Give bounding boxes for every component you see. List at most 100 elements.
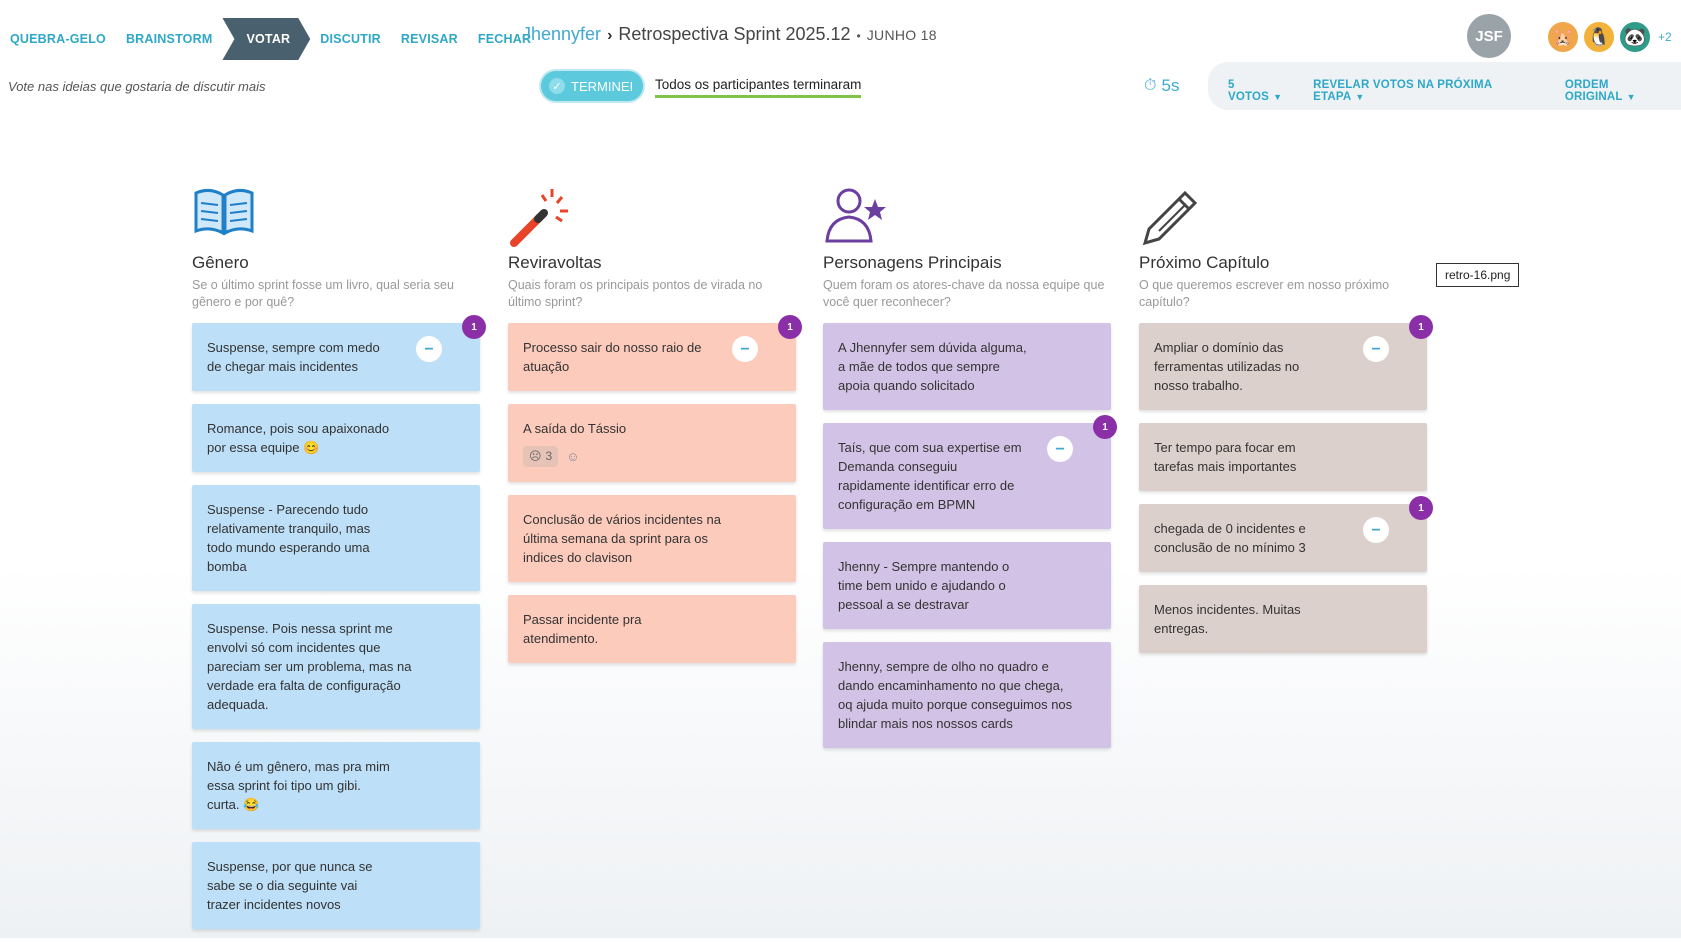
add-reaction-icon[interactable]: ☺ <box>566 449 580 464</box>
idea-card[interactable]: Processo sair do nosso raio de atuação −… <box>508 315 802 391</box>
remove-vote-button[interactable]: − <box>1047 436 1073 462</box>
column-personagens: Personagens Principais Quem foram os ato… <box>823 185 1117 761</box>
more-participants-count[interactable]: +2 <box>1658 30 1672 44</box>
open-book-icon <box>192 185 482 245</box>
separator-dot-icon: • <box>856 29 861 43</box>
vote-options-panel <box>1208 62 1681 110</box>
card-text: Romance, pois sou apaixonado por essa eq… <box>207 421 390 455</box>
card-text: Ter tempo para focar em tarefas mais imp… <box>1154 440 1297 474</box>
idea-card[interactable]: Suspense, sempre com medo de chegar mais… <box>192 315 486 391</box>
idea-card[interactable]: Romance, pois sou apaixonado por essa eq… <box>192 404 480 472</box>
remove-vote-button[interactable]: − <box>1363 517 1389 543</box>
column-title: Gênero <box>192 253 249 272</box>
breadcrumb: Jhennyfer › Retrospectiva Sprint 2025.12… <box>522 24 937 45</box>
my-avatar[interactable]: JSF <box>1467 14 1511 58</box>
penguin-avatar-icon: 🐧 <box>1582 20 1616 54</box>
idea-card[interactable]: Suspense, por que nunca se sabe se o dia… <box>192 842 480 929</box>
stopwatch-icon: ⏱ <box>1144 77 1157 94</box>
column-description: O que queremos escrever em nosso próximo… <box>1139 278 1390 309</box>
idea-card[interactable]: Não é um gênero, mas pra mim essa sprint… <box>192 742 480 829</box>
idea-card[interactable]: Suspense - Parecendo tudo relativamente … <box>192 485 480 591</box>
stage-vote[interactable]: VOTAR <box>222 18 310 60</box>
pencil-icon <box>1139 185 1429 246</box>
column-title: Personagens Principais <box>823 253 1002 272</box>
breadcrumb-user-link[interactable]: Jhennyfer <box>522 24 602 44</box>
filename-label: retro-16.png <box>1436 263 1520 287</box>
stage-close[interactable]: FECHAR <box>477 32 532 46</box>
idea-card[interactable]: Jhenny - Sempre mantendo o time bem unid… <box>823 542 1111 629</box>
idea-card[interactable]: Taís, que com sua expertise em Demanda c… <box>823 415 1117 529</box>
column-genero: Gênero Se o último sprint fosse um livro… <box>192 185 486 942</box>
user-star-icon <box>823 185 1113 245</box>
done-button-label: TERMINEI <box>571 78 634 94</box>
vote-count-badge: 1 <box>1409 496 1433 520</box>
remove-vote-button[interactable]: − <box>732 336 758 362</box>
check-icon: ✓ <box>549 78 565 94</box>
card-text: Processo sair do nosso raio de atuação <box>523 340 702 374</box>
vote-count-badge: 1 <box>1093 415 1117 439</box>
stage-review[interactable]: REVISAR <box>400 32 458 46</box>
stage-discuss[interactable]: DISCUTIR <box>320 32 381 46</box>
chevron-right-icon: › <box>607 27 613 44</box>
caret-down-icon: ▼ <box>1626 92 1636 102</box>
idea-card[interactable]: Conclusão de vários incidentes na última… <box>508 495 796 582</box>
idea-card[interactable]: Passar incidente pra atendimento. <box>508 595 796 663</box>
column-description: Quem foram os atores-chave da nossa equi… <box>823 278 1105 309</box>
card-text: Conclusão de vários incidentes na última… <box>523 512 722 565</box>
reaction-count: 3 <box>545 449 553 463</box>
idea-card[interactable]: Ampliar o domínio das ferramentas utiliz… <box>1139 315 1433 410</box>
card-text: Jhenny - Sempre mantendo o time bem unid… <box>838 559 1010 612</box>
stage-icebreaker[interactable]: QUEBRA-GELO <box>10 32 106 46</box>
card-text: Taís, que com sua expertise em Demanda c… <box>838 440 1022 512</box>
vote-options: 5 VOTOS▼ REVELAR VOTOS NA PRÓXIMA ETAPA▼… <box>1228 79 1681 103</box>
card-text: A Jhennyfer sem dúvida alguma, a mãe de … <box>838 340 1027 393</box>
card-text: Jhenny, sempre de olho no quadro e dando… <box>838 659 1073 731</box>
votes-count-dropdown[interactable]: 5 VOTOS▼ <box>1228 79 1291 103</box>
stage-nav: QUEBRA-GELO BRAINSTORM VOTAR DISCUTIR RE… <box>0 18 541 60</box>
idea-card[interactable]: Ter tempo para focar em tarefas mais imp… <box>1139 423 1427 491</box>
card-text: Não é um gênero, mas pra mim essa sprint… <box>207 759 390 812</box>
idea-card[interactable]: A saída do Tássio ☹ 3 ☺ <box>508 404 796 482</box>
column-title: Próximo Capítulo <box>1139 253 1270 272</box>
sort-order-dropdown[interactable]: ORDEM ORIGINAL▼ <box>1565 79 1681 103</box>
card-text: Suspense. Pois nessa sprint me envolvi s… <box>207 621 412 712</box>
remove-vote-button[interactable]: − <box>416 336 442 362</box>
remove-vote-button[interactable]: − <box>1363 336 1389 362</box>
participants-status: Todos os participantes terminaram <box>655 77 862 98</box>
column-title: Reviravoltas <box>508 253 602 272</box>
retro-date: JUNHO 18 <box>866 27 937 43</box>
column-description: Quais foram os principais pontos de vira… <box>508 278 763 309</box>
vote-count-badge: 1 <box>1409 315 1433 339</box>
card-text: A saída do Tássio <box>523 421 627 436</box>
idea-card[interactable]: Suspense. Pois nessa sprint me envolvi s… <box>192 604 480 729</box>
reactions: ☹ 3 ☺ <box>523 446 781 467</box>
stage-brainstorm[interactable]: BRAINSTORM <box>125 32 213 46</box>
reveal-votes-dropdown[interactable]: REVELAR VOTOS NA PRÓXIMA ETAPA▼ <box>1313 79 1543 103</box>
sort-order-label: ORDEM ORIGINAL <box>1564 79 1623 103</box>
timer[interactable]: ⏱ 5s <box>1144 76 1179 96</box>
card-text: Suspense, sempre com medo de chegar mais… <box>207 340 380 374</box>
participant-avatars[interactable]: 🐹 🐧 🐼 +2 <box>1546 20 1672 54</box>
card-text: Passar incidente pra atendimento. <box>523 612 642 646</box>
reaction-chip[interactable]: ☹ 3 <box>523 446 559 467</box>
idea-card[interactable]: A Jhennyfer sem dúvida alguma, a mãe de … <box>823 323 1111 410</box>
reveal-votes-label: REVELAR VOTOS NA PRÓXIMA ETAPA <box>1313 79 1492 103</box>
card-text: Suspense, por que nunca se sabe se o dia… <box>207 859 373 912</box>
hamster-avatar-icon: 🐹 <box>1546 20 1580 54</box>
card-text: Suspense - Parecendo tudo relativamente … <box>207 502 371 574</box>
stage-hint: Vote nas ideias que gostaria de discutir… <box>8 79 266 94</box>
column-proximo-capitulo: Próximo Capítulo O que queremos escrever… <box>1139 185 1433 666</box>
card-text: chegada de 0 incidentes e conclusão de n… <box>1154 521 1306 555</box>
panda-avatar-icon: 🐼 <box>1618 20 1652 54</box>
vote-count-badge: 1 <box>778 315 802 339</box>
idea-card[interactable]: Menos incidentes. Muitas entregas. <box>1139 585 1427 653</box>
timer-value: 5s <box>1161 76 1180 95</box>
page-title: Retrospectiva Sprint 2025.12 <box>618 24 851 44</box>
vote-count-badge: 1 <box>462 315 486 339</box>
caret-down-icon: ▼ <box>1273 92 1283 102</box>
idea-card[interactable]: chegada de 0 incidentes e conclusão de n… <box>1139 496 1433 572</box>
caret-down-icon: ▼ <box>1355 92 1365 102</box>
done-button[interactable]: ✓ TERMINEI <box>541 71 644 101</box>
idea-card[interactable]: Jhenny, sempre de olho no quadro e dando… <box>823 642 1111 748</box>
card-text: Menos incidentes. Muitas entregas. <box>1154 602 1301 636</box>
